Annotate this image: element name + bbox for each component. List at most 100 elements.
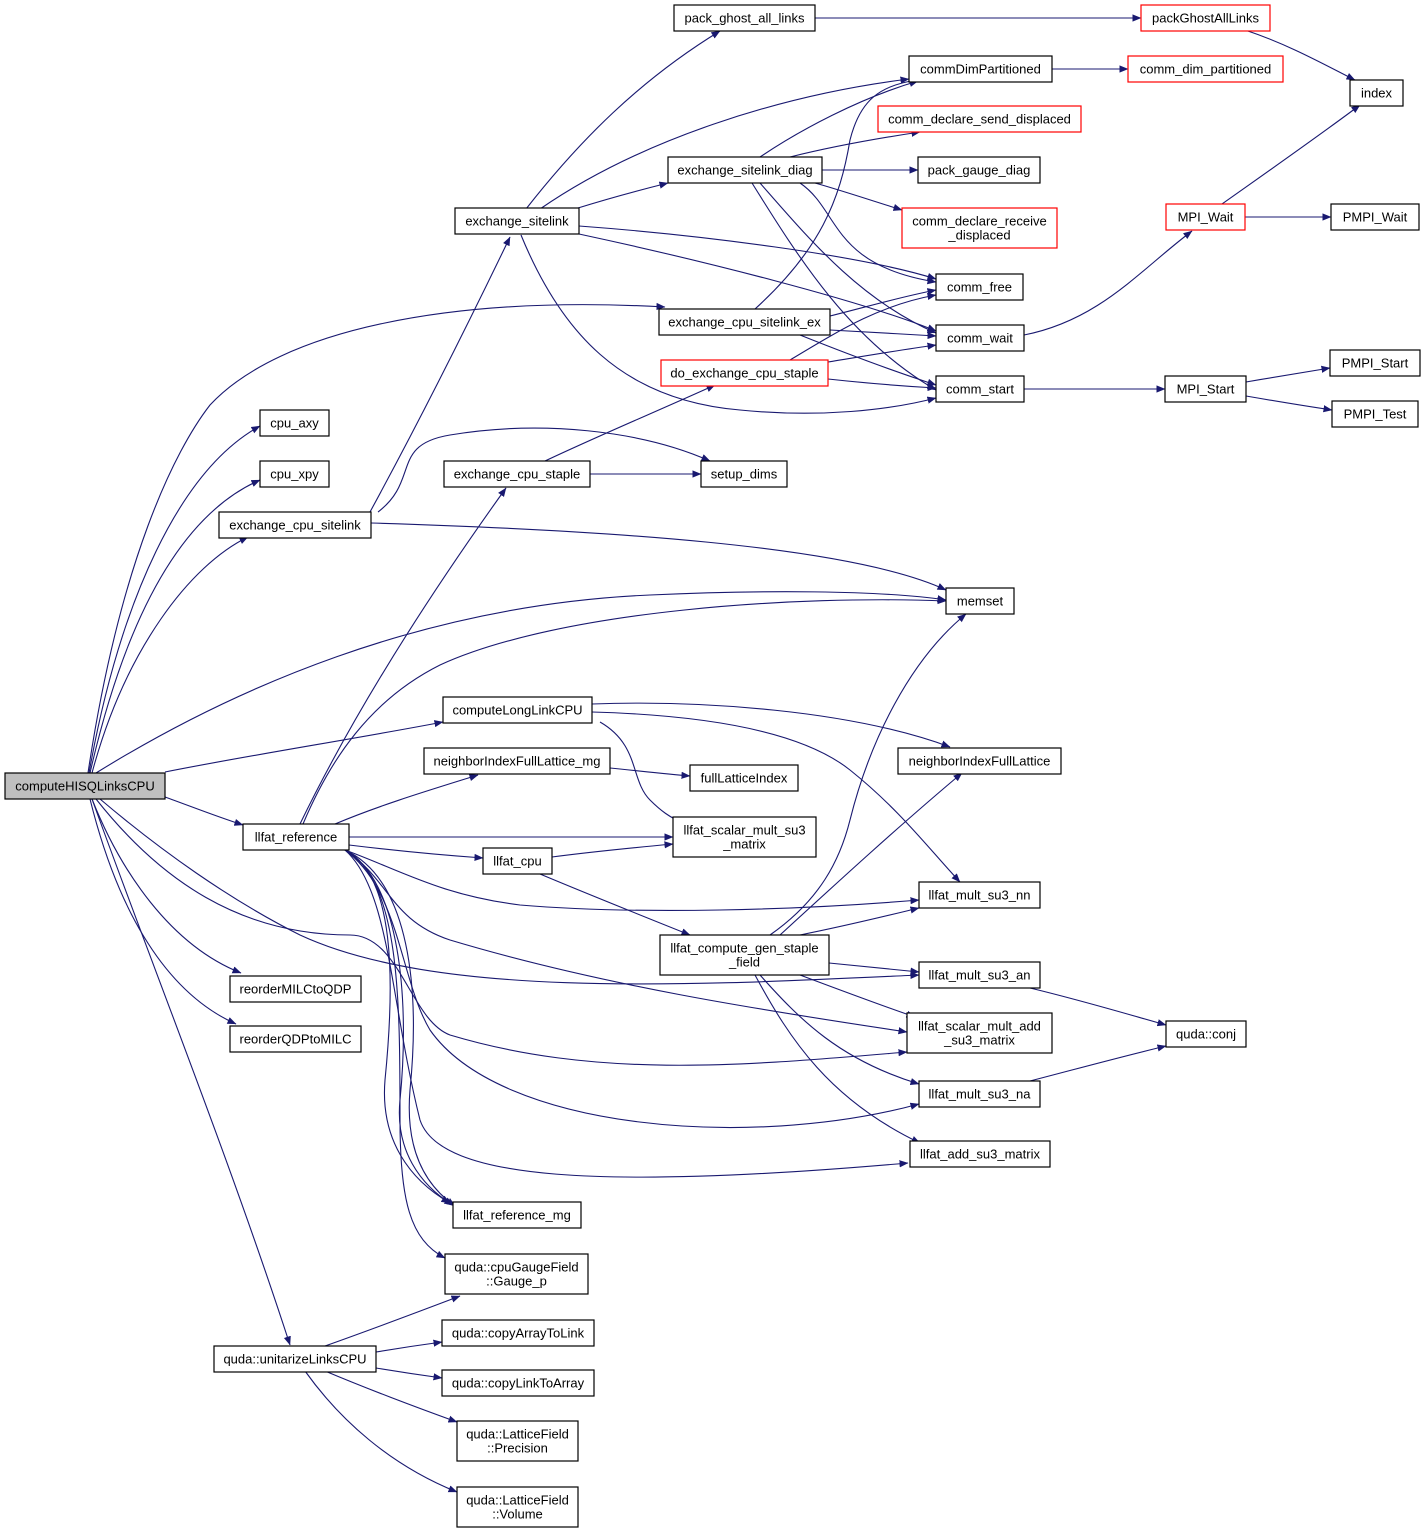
node-reorderQDPtoMILC[interactable]: reorderQDPtoMILC: [229, 1025, 362, 1053]
node-box: [442, 696, 593, 724]
node-llfat_mult_su3_an[interactable]: llfat_mult_su3_an: [918, 961, 1041, 989]
node-box: [918, 1080, 1041, 1108]
edge-unitarizeLinksCPU-volume: [304, 1370, 458, 1493]
node-comm_dim_partitioned[interactable]: comm_dim_partitioned: [1127, 55, 1284, 83]
node-llfat_mult_su3_nn[interactable]: llfat_mult_su3_nn: [918, 881, 1041, 909]
node-box: [229, 975, 362, 1003]
node-label: quda::copyArrayToLink: [452, 1326, 585, 1341]
edge-llfat_reference-llfat_mult_su3_na: [344, 849, 920, 1129]
node-box: [689, 764, 799, 792]
node-label: quda::LatticeField: [466, 1427, 569, 1442]
node-packGhostAllLinks[interactable]: packGhostAllLinks: [1140, 4, 1271, 32]
node-pack_gauge_diag[interactable]: pack_gauge_diag: [917, 156, 1041, 184]
node-fullLatticeIndex[interactable]: fullLatticeIndex: [689, 764, 799, 792]
node-cpu_axy[interactable]: cpu_axy: [259, 409, 330, 437]
edge-llfat_compute_gen_staple_field-llfat_mult_su3_na: [759, 974, 920, 1085]
node-memset[interactable]: memset: [945, 587, 1015, 615]
node-cpu_xpy[interactable]: cpu_xpy: [259, 460, 330, 488]
node-label: llfat_scalar_mult_add: [918, 1019, 1041, 1034]
node-PMPI_Start[interactable]: PMPI_Start: [1329, 349, 1421, 377]
node-MPI_Wait[interactable]: MPI_Wait: [1165, 203, 1246, 231]
node-label: exchange_cpu_staple: [454, 467, 581, 482]
node-comm_declare_receive_displaced[interactable]: comm_declare_receive_displaced: [901, 207, 1058, 249]
node-box: [452, 1201, 582, 1229]
node-label: quda::cpuGaugeField: [454, 1260, 578, 1275]
edge-MPI_Start-PMPI_Test: [1245, 395, 1333, 413]
node-box: [1140, 4, 1271, 32]
node-reorderMILCtoQDP[interactable]: reorderMILCtoQDP: [229, 975, 362, 1003]
node-box: [1349, 79, 1404, 107]
node-exchange_sitelink_diag[interactable]: exchange_sitelink_diag: [667, 156, 823, 184]
node-pack_ghost_all_links[interactable]: pack_ghost_all_links: [673, 4, 816, 32]
node-label: fullLatticeIndex: [701, 771, 788, 786]
node-llfat_scalar_mult_add_su3_matrix[interactable]: llfat_scalar_mult_add_su3_matrix: [906, 1012, 1053, 1054]
node-exchange_cpu_staple[interactable]: exchange_cpu_staple: [443, 460, 591, 488]
node-exchange_sitelink[interactable]: exchange_sitelink: [454, 207, 580, 235]
edge-llfat_reference-gauge_p: [344, 849, 446, 1259]
node-comm_free[interactable]: comm_free: [935, 273, 1024, 301]
node-setup_dims[interactable]: setup_dims: [700, 460, 788, 488]
node-label: neighborIndexFullLattice_mg: [434, 754, 601, 769]
node-label: MPI_Start: [1177, 382, 1235, 397]
node-box: [659, 934, 830, 976]
node-label: llfat_scalar_mult_su3: [683, 823, 805, 838]
node-box: [935, 273, 1024, 301]
node-gauge_p[interactable]: quda::cpuGaugeField::Gauge_p: [444, 1253, 589, 1295]
node-computeHISQLinksCPU[interactable]: computeHISQLinksCPU: [4, 772, 166, 800]
node-comm_wait[interactable]: comm_wait: [935, 324, 1025, 352]
node-llfat_mult_su3_na[interactable]: llfat_mult_su3_na: [918, 1080, 1041, 1108]
node-label: PMPI_Start: [1342, 356, 1409, 371]
node-label: computeHISQLinksCPU: [15, 779, 154, 794]
node-box: [1330, 203, 1420, 231]
node-unitarizeLinksCPU[interactable]: quda::unitarizeLinksCPU: [213, 1345, 377, 1373]
edge-do_exchange_cpu_staple-comm_free: [789, 292, 937, 361]
node-label: llfat_mult_su3_an: [929, 968, 1031, 983]
node-copyArrayToLink[interactable]: quda::copyArrayToLink: [441, 1319, 595, 1347]
node-exchange_cpu_sitelink[interactable]: exchange_cpu_sitelink: [218, 511, 372, 539]
edge-llfat_reference-exchange_cpu_staple: [299, 487, 507, 825]
node-label: cpu_xpy: [270, 467, 319, 482]
node-box: [935, 375, 1025, 403]
node-exchange_cpu_sitelink_ex[interactable]: exchange_cpu_sitelink_ex: [658, 308, 831, 336]
node-MPI_Start[interactable]: MPI_Start: [1164, 375, 1247, 403]
node-llfat_add_su3_matrix[interactable]: llfat_add_su3_matrix: [909, 1140, 1051, 1168]
node-llfat_reference_mg[interactable]: llfat_reference_mg: [452, 1201, 582, 1229]
node-comm_declare_send_displaced[interactable]: comm_declare_send_displaced: [877, 105, 1082, 133]
node-label: neighborIndexFullLattice: [909, 754, 1051, 769]
node-precision[interactable]: quda::LatticeField::Precision: [456, 1420, 579, 1462]
edge-exchange_sitelink_diag-comm_declare_receive_displaced: [814, 182, 903, 211]
node-index[interactable]: index: [1349, 79, 1404, 107]
edge-exchange_sitelink_diag-comm_wait: [759, 182, 937, 334]
node-computeLongLinkCPU[interactable]: computeLongLinkCPU: [442, 696, 593, 724]
node-box: [1164, 375, 1247, 403]
node-neighborIndexFullLattice_mg[interactable]: neighborIndexFullLattice_mg: [423, 747, 611, 775]
node-label: index: [1361, 86, 1393, 101]
edge-MPI_Start-PMPI_Start: [1245, 365, 1331, 383]
node-quda_conj[interactable]: quda::conj: [1165, 1020, 1247, 1048]
node-commDimPartitioned[interactable]: commDimPartitioned: [908, 55, 1053, 83]
edge-exchange_cpu_sitelink-memset: [370, 522, 947, 591]
node-llfat_compute_gen_staple_field[interactable]: llfat_compute_gen_staple_field: [659, 934, 830, 976]
node-do_exchange_cpu_staple[interactable]: do_exchange_cpu_staple: [660, 359, 829, 387]
node-box: [218, 511, 372, 539]
edge-root-cpu_xpy: [89, 479, 261, 774]
node-PMPI_Test[interactable]: PMPI_Test: [1331, 400, 1419, 428]
node-neighborIndexFullLattice[interactable]: neighborIndexFullLattice: [897, 747, 1062, 775]
edge-llfat_compute_gen_staple_field-llfat_mult_su3_an: [828, 962, 920, 975]
node-comm_start[interactable]: comm_start: [935, 375, 1025, 403]
node-label: memset: [957, 594, 1004, 609]
node-label: _matrix: [722, 837, 766, 852]
node-box: [456, 1486, 579, 1528]
edge-exchange_sitelink-commDimPartitioned: [539, 76, 910, 210]
edge-llfat_reference-llfat_mult_su3_nn: [344, 849, 920, 911]
node-llfat_reference[interactable]: llfat_reference: [242, 823, 350, 851]
node-llfat_scalar_mult_su3_matrix[interactable]: llfat_scalar_mult_su3_matrix: [672, 816, 817, 858]
node-volume[interactable]: quda::LatticeField::Volume: [456, 1486, 579, 1528]
node-box: [672, 816, 817, 858]
node-llfat_cpu[interactable]: llfat_cpu: [482, 847, 553, 875]
node-PMPI_Wait[interactable]: PMPI_Wait: [1330, 203, 1420, 231]
edge-exchange_cpu_sitelink-setup_dims: [377, 427, 711, 513]
node-copyLinkToArray[interactable]: quda::copyLinkToArray: [441, 1369, 595, 1397]
node-box: [1329, 349, 1421, 377]
node-box: [908, 55, 1053, 83]
